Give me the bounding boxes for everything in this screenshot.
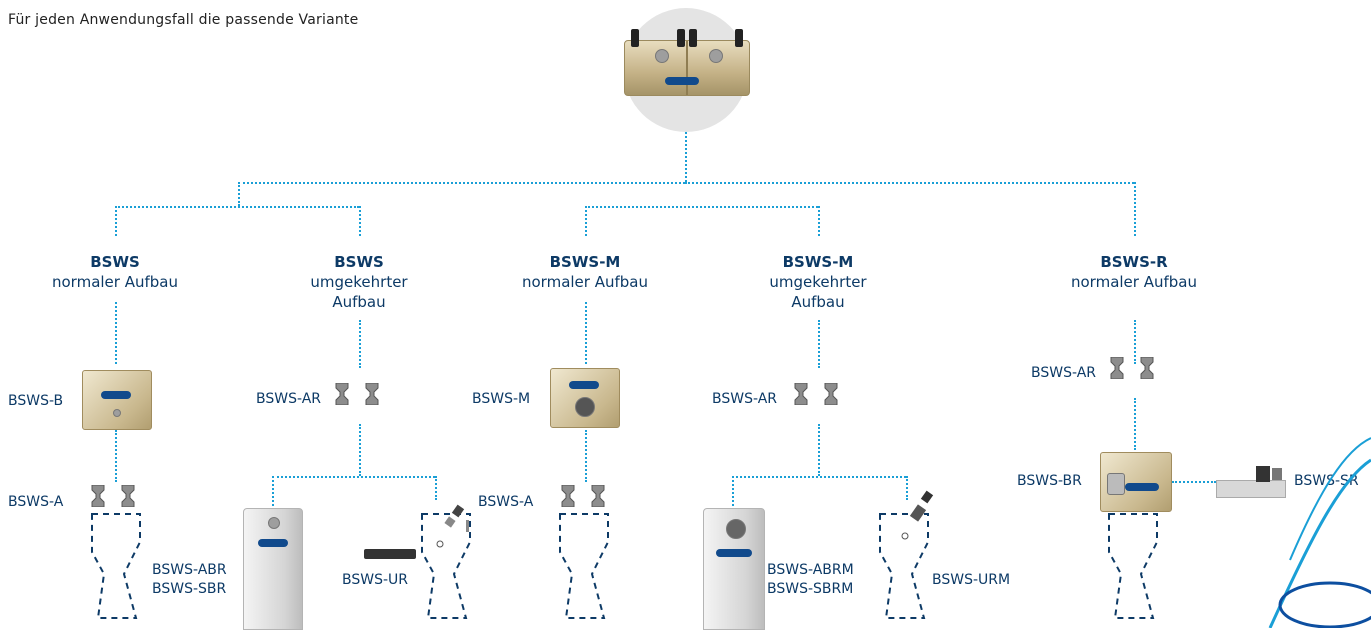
connector-line [818, 424, 820, 476]
page-title: Für jeden Anwendungsfall die passende Va… [8, 12, 359, 28]
connector-line [359, 206, 361, 236]
gripper-finger-outline [879, 513, 929, 619]
label-bsws-a: BSWS-A [478, 494, 534, 510]
branch-name: BSWS-M [782, 253, 854, 271]
connector-line [272, 476, 274, 506]
bsws-ur-product-image [364, 549, 416, 559]
gripper-finger-outline [559, 513, 609, 619]
connector-line [585, 206, 818, 208]
decorative-swirl [1268, 437, 1371, 628]
connector-line [115, 430, 117, 482]
label-bsws-abr: BSWS-ABR [152, 562, 227, 578]
gripper-finger-outline [421, 513, 471, 619]
branch-subtitle: umgekehrter [310, 273, 408, 291]
label-bsws-a: BSWS-A [8, 494, 64, 510]
pin-icon [794, 383, 808, 405]
connector-line [585, 302, 587, 364]
branch-subtitle: Aufbau [791, 293, 845, 311]
connector-line [359, 424, 361, 476]
pin-icon [1110, 357, 1124, 379]
pin-icon [335, 383, 349, 405]
branch-bswsr-normal: BSWS-R normaler Aufbau [1044, 252, 1224, 292]
label-bsws-abrm: BSWS-ABRM [767, 562, 854, 578]
branch-name: BSWS [90, 253, 140, 271]
label-bsws-urm: BSWS-URM [932, 572, 1011, 588]
label-bsws-sr: BSWS-SR [1294, 473, 1359, 489]
connector-line [1134, 182, 1136, 236]
connector-line [732, 476, 906, 478]
connector-line [732, 476, 734, 506]
connector-line [906, 476, 908, 500]
label-bsws-b: BSWS-B [8, 393, 64, 409]
branch-bswsm-normal: BSWS-M normaler Aufbau [495, 252, 675, 292]
bsws-m-product-image [550, 368, 620, 428]
branch-bsws-reverse: BSWS umgekehrter Aufbau [269, 252, 449, 312]
connector-line [272, 476, 435, 478]
bsws-br-product-image [1100, 452, 1172, 512]
bsws-b-product-image [82, 370, 152, 430]
label-bsws-ur: BSWS-UR [342, 572, 409, 588]
connector-line [115, 206, 359, 208]
pin-icon [91, 485, 105, 507]
branch-name: BSWS-R [1100, 253, 1168, 271]
branch-name: BSWS-M [549, 253, 621, 271]
branch-subtitle: normaler Aufbau [52, 273, 178, 291]
label-bsws-ar: BSWS-AR [256, 391, 322, 407]
branch-bsws-normal: BSWS normaler Aufbau [25, 252, 205, 292]
connector-line [1172, 481, 1216, 483]
branch-subtitle: umgekehrter [769, 273, 867, 291]
connector-line [435, 476, 437, 500]
connector-line [1134, 320, 1136, 364]
connector-line [238, 182, 685, 184]
label-bsws-sbr: BSWS-SBR [152, 581, 227, 597]
connector-line [1134, 398, 1136, 450]
connector-line [359, 320, 361, 368]
pin-icon [1140, 357, 1154, 379]
connector-line [685, 182, 1134, 184]
branch-subtitle: normaler Aufbau [1071, 273, 1197, 291]
connector-line [585, 430, 587, 482]
branch-bswsm-reverse: BSWS-M umgekehrter Aufbau [728, 252, 908, 312]
bsws-sr-product-image [1216, 462, 1286, 500]
bsws-abr-product-image [243, 508, 303, 630]
pin-icon [365, 383, 379, 405]
bsws-abrm-product-image [703, 508, 765, 630]
label-bsws-ar: BSWS-AR [712, 391, 778, 407]
screw-detail-icon [901, 490, 934, 540]
connector-line [115, 206, 117, 236]
connector-line [818, 206, 820, 236]
label-bsws-ar: BSWS-AR [1031, 365, 1097, 381]
branch-name: BSWS [334, 253, 384, 271]
connector-line [585, 206, 587, 236]
connector-line [818, 320, 820, 368]
label-bsws-br: BSWS-BR [1017, 473, 1082, 489]
branch-subtitle: Aufbau [332, 293, 386, 311]
pin-icon [561, 485, 575, 507]
hero-gripper-image [624, 29, 750, 96]
pin-icon [591, 485, 605, 507]
gripper-finger-outline [91, 513, 141, 619]
branch-subtitle: normaler Aufbau [522, 273, 648, 291]
connector-line [238, 182, 240, 206]
connector-line [685, 132, 687, 182]
pin-icon [824, 383, 838, 405]
label-bsws-m: BSWS-M [472, 391, 531, 407]
label-bsws-sbrm: BSWS-SBRM [767, 581, 854, 597]
pin-icon [121, 485, 135, 507]
connector-line [115, 302, 117, 364]
screw-detail-icon [436, 504, 469, 548]
gripper-finger-outline [1108, 513, 1158, 619]
